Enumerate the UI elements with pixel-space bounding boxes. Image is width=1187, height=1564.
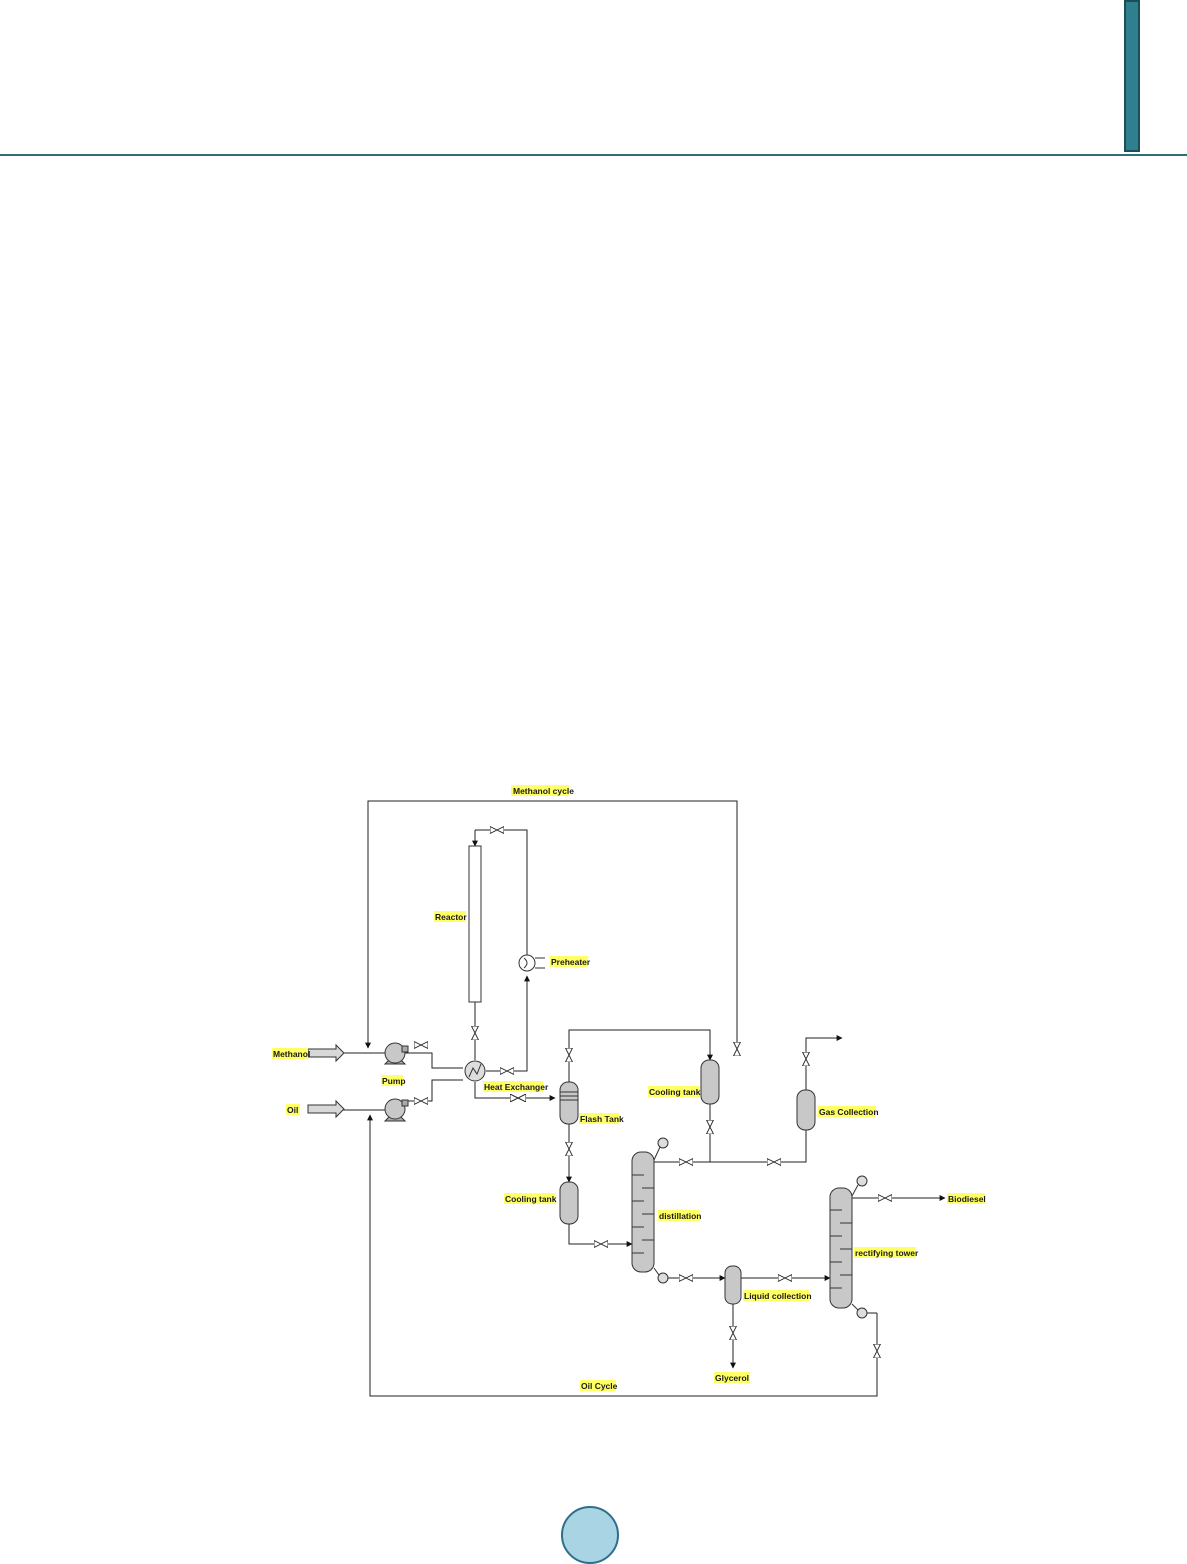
valve-icon — [878, 1194, 892, 1202]
label-reactor: Reactor — [435, 912, 467, 922]
valve-icon — [414, 1097, 428, 1105]
label-cooling-tank-lower: Cooling tank — [505, 1194, 557, 1204]
oil-feed-arrow-icon — [307, 1099, 345, 1119]
valve-icon — [679, 1274, 693, 1282]
label-flash-tank: Flash Tank — [580, 1114, 624, 1124]
condenser-icon — [856, 1175, 868, 1187]
valve-icon — [594, 1240, 608, 1248]
valve-icon — [565, 1048, 573, 1062]
label-oil: Oil — [287, 1105, 298, 1115]
page-number-badge — [561, 1506, 619, 1564]
valve-icon — [490, 826, 504, 834]
flash-tank-vessel — [559, 1081, 579, 1125]
label-methanol: Methanol — [273, 1049, 310, 1059]
rectifying-tower-column — [829, 1175, 868, 1319]
label-heat-exchanger: Heat Exchanger — [484, 1082, 549, 1092]
label-distillation: distillation — [659, 1211, 702, 1221]
preheater-icon — [518, 954, 545, 972]
valve-icon — [565, 1142, 573, 1156]
valve-icon — [733, 1042, 741, 1056]
label-methanol-cycle: Methanol cycle — [513, 786, 574, 796]
label-biodiesel: Biodiesel — [948, 1194, 986, 1204]
header-side-tab — [1124, 0, 1140, 152]
label-rectifying-tower: rectifying tower — [855, 1248, 919, 1258]
reboiler-icon — [856, 1307, 868, 1319]
header-rule — [0, 154, 1187, 156]
label-gas-collection: Gas Collection — [819, 1107, 879, 1117]
label-liquid-collection: Liquid collection — [744, 1291, 812, 1301]
label-preheater: Preheater — [551, 957, 591, 967]
label-cooling-tank-upper: Cooling tank — [649, 1087, 701, 1097]
cooling-tank-upper-vessel — [700, 1059, 720, 1105]
valve-icon — [471, 1026, 479, 1040]
valve-icon — [414, 1041, 428, 1049]
cooling-tank-lower-vessel — [559, 1181, 579, 1225]
label-pump: Pump — [382, 1076, 406, 1086]
valve-icon — [510, 1094, 526, 1102]
condenser-icon — [657, 1137, 669, 1149]
valve-icon — [802, 1052, 810, 1066]
gas-collection-vessel — [796, 1089, 816, 1131]
diagram-labels: Methanol cycle Reactor Preheater Methano… — [272, 785, 986, 1391]
liquid-collection-vessel — [724, 1265, 742, 1305]
heat-exchanger-icon — [464, 1060, 486, 1082]
valve-icon — [679, 1158, 693, 1166]
pump-icon — [383, 1042, 409, 1065]
valve-icon — [767, 1158, 781, 1166]
label-oil-cycle: Oil Cycle — [581, 1381, 618, 1391]
distillation-column — [631, 1137, 669, 1284]
pipe-network — [338, 800, 946, 1397]
valve-icon — [706, 1120, 714, 1134]
methanol-feed-arrow-icon — [307, 1043, 345, 1063]
valve-icon — [729, 1326, 737, 1340]
pump-icon — [383, 1098, 409, 1122]
reboiler-icon — [657, 1272, 669, 1284]
label-glycerol: Glycerol — [715, 1373, 749, 1383]
valve-icon — [873, 1344, 881, 1358]
reactor-column — [468, 845, 482, 1003]
valve-icon — [500, 1067, 514, 1075]
valve-icon — [778, 1274, 792, 1282]
